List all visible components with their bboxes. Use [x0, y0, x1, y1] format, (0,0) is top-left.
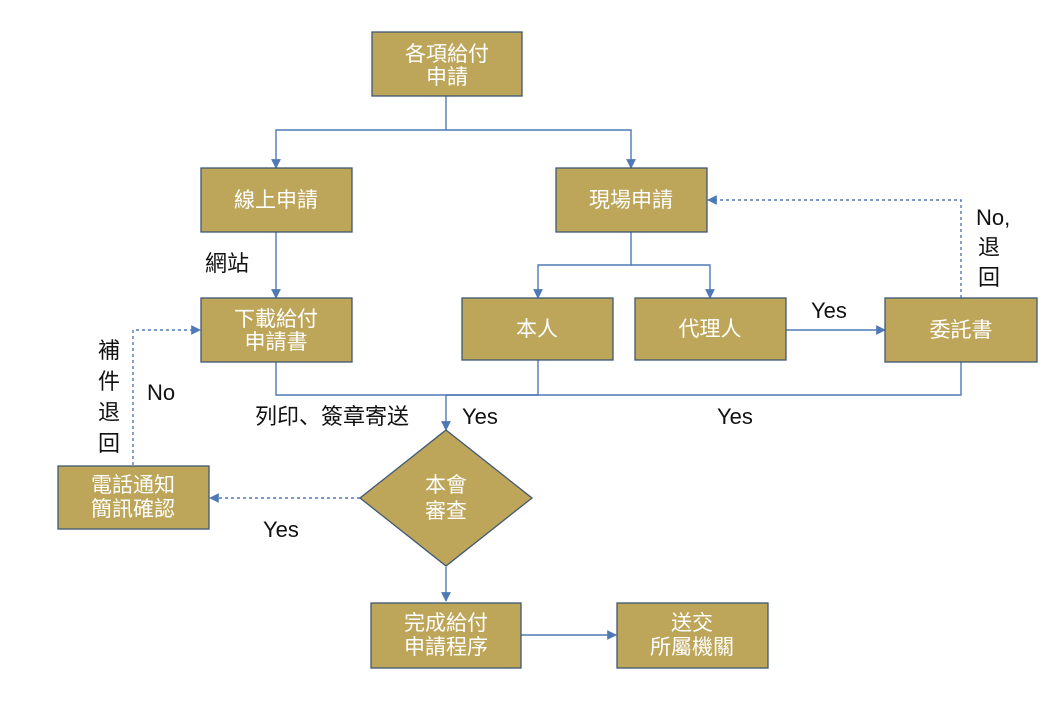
node-download: 下載給付 申請書	[200, 297, 353, 363]
label-yes-main: Yes	[462, 404, 498, 429]
label-print: 列印、簽章寄送	[255, 405, 409, 430]
node-proxy-line1: 委託書	[930, 318, 993, 342]
node-apply-line1: 各項給付	[405, 42, 489, 66]
node-review: 本會 審查	[358, 429, 534, 567]
label-no-return-3: 回	[978, 266, 1000, 291]
node-complete-line1: 完成給付	[404, 611, 488, 635]
node-send-line2: 所屬機關	[650, 635, 734, 659]
edge-notify-download	[132, 325, 201, 465]
label-yes-notify: Yes	[263, 517, 299, 542]
label-supplement: 補 件 退 回	[98, 339, 120, 457]
edge-apply-onsite	[446, 129, 636, 169]
node-apply-line2: 申請	[426, 65, 468, 89]
label-supplement-2: 件	[98, 370, 120, 395]
node-review-line2: 審查	[425, 499, 467, 523]
label-no-return: No, 退 回	[976, 205, 1010, 291]
node-download-line1: 下載給付	[234, 307, 318, 331]
label-supplement-1: 補	[98, 339, 120, 364]
node-online: 線上申請	[200, 167, 353, 233]
label-supplement-3: 退	[98, 401, 120, 426]
edge-self-merge	[446, 360, 539, 396]
edge-proxy-onsite	[707, 195, 962, 298]
node-notify-line1: 電話通知	[91, 473, 175, 497]
edge-onsite-split	[533, 232, 632, 299]
node-complete: 完成給付 申請程序	[370, 602, 522, 669]
node-self: 本人	[461, 297, 614, 361]
edge-proxy-merge	[446, 362, 962, 396]
label-no-return-2: 退	[978, 236, 1000, 261]
node-notify: 電話通知 簡訊確認	[57, 465, 210, 530]
edge-apply-split	[271, 96, 447, 169]
label-supplement-4: 回	[98, 432, 120, 457]
label-yes-proxy: Yes	[717, 404, 753, 429]
node-onsite-line1: 現場申請	[589, 188, 673, 212]
label-website: 網站	[205, 252, 249, 277]
node-review-line1: 本會	[425, 473, 467, 497]
edge-download-merge	[275, 362, 446, 396]
label-no-left: No	[147, 380, 175, 405]
edge-onsite-agent	[631, 264, 715, 299]
node-agent-line1: 代理人	[679, 317, 742, 341]
node-download-line2: 申請書	[245, 330, 308, 354]
label-no-return-1: No,	[976, 205, 1010, 230]
label-yes-agent: Yes	[811, 298, 847, 323]
node-apply: 各項給付 申請	[371, 31, 523, 97]
node-notify-line2: 簡訊確認	[91, 497, 175, 521]
node-proxy: 委託書	[884, 297, 1038, 363]
node-send-line1: 送交	[671, 611, 713, 635]
node-agent: 代理人	[634, 297, 787, 361]
node-self-line1: 本人	[516, 317, 558, 341]
node-send: 送交 所屬機關	[616, 602, 769, 669]
node-online-line1: 線上申請	[234, 188, 318, 212]
node-complete-line2: 申請程序	[404, 635, 488, 659]
node-onsite: 現場申請	[555, 167, 708, 233]
